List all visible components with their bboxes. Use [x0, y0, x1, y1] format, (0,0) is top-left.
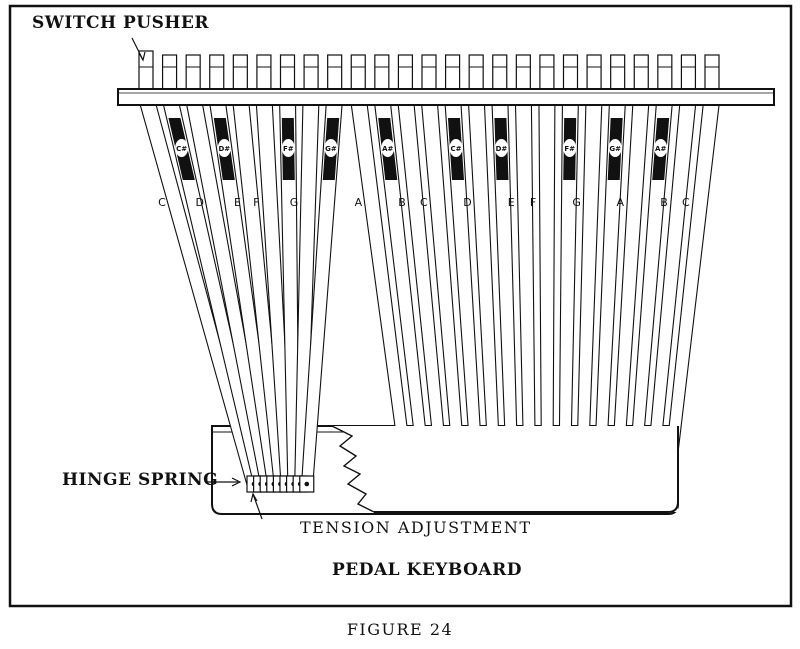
sharp-key-label: A#: [382, 145, 393, 153]
sharp-pedal-stick: D#: [208, 54, 281, 491]
natural-key-label: F: [253, 196, 259, 209]
natural-key-label: C: [158, 196, 166, 209]
natural-key-label: F: [530, 196, 536, 209]
sharp-pedal-stick: G#: [592, 54, 627, 491]
switch-pusher-label: SWITCH PUSHER: [32, 13, 210, 33]
sharp-key-label: C#: [176, 145, 187, 153]
figure-border: [8, 4, 793, 608]
pedal-keyboard-label: PEDAL KEYBOARD: [332, 560, 522, 580]
sharp-pedal-stick: C#: [443, 54, 485, 491]
natural-pedal-stick: F: [530, 54, 556, 491]
natural-key-label: B: [660, 196, 668, 209]
natural-key-label: A: [355, 196, 363, 209]
natural-key-label: D: [195, 196, 203, 209]
sharp-key-label: D#: [496, 145, 508, 153]
sharp-key-label: D#: [218, 145, 230, 153]
sharp-key-label: C#: [450, 145, 461, 153]
natural-key-label: G: [572, 196, 581, 209]
sharp-pedal-stick: F#: [278, 54, 300, 491]
sharp-key-label: G#: [609, 145, 621, 153]
natural-key-label: G: [290, 196, 299, 209]
hinge-spring-label: HINGE SPRING: [62, 470, 219, 490]
sharp-key-label: F#: [564, 145, 575, 153]
tension-adjustment-label: TENSION ADJUSTMENT: [300, 518, 532, 537]
natural-key-label: C: [682, 196, 690, 209]
sharp-key-label: F#: [283, 145, 294, 153]
natural-key-label: B: [398, 196, 406, 209]
natural-key-label: A: [617, 196, 625, 209]
figure-caption: FIGURE 24: [346, 620, 454, 639]
pointer-lines: [131, 37, 263, 520]
hinge-spring-blocks: [246, 475, 315, 493]
sharp-pedal-stick: F#: [558, 54, 580, 491]
sharp-key-label: G#: [325, 145, 337, 153]
sharp-key-label: A#: [655, 145, 666, 153]
natural-key-label: E: [234, 196, 241, 209]
switch-pusher-rail: [117, 88, 775, 106]
natural-key-label: E: [508, 196, 515, 209]
cutaway-line: [331, 425, 375, 513]
hinge-block: [299, 475, 315, 493]
cutaway-edge: [332, 426, 678, 512]
natural-key-label: C: [420, 196, 428, 209]
natural-key-label: D: [463, 196, 471, 209]
